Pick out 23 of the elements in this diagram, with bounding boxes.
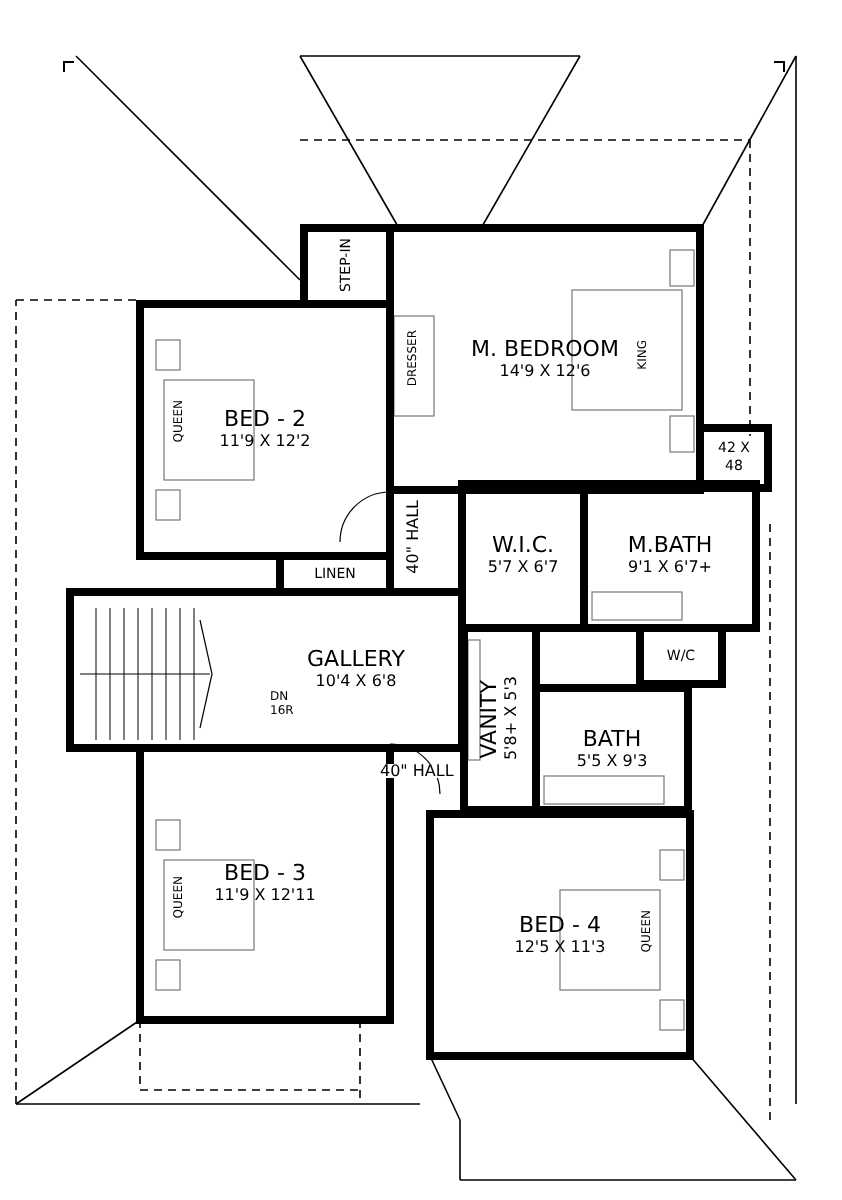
room-outline bbox=[426, 810, 694, 1060]
room-name: W.I.C. bbox=[491, 534, 555, 558]
room-outline bbox=[66, 588, 466, 752]
room-name: M.BATH bbox=[627, 534, 713, 558]
room-dimensions: 14'9 X 12'6 bbox=[499, 361, 591, 381]
room-outline bbox=[136, 300, 394, 560]
room-dimensions: 5'7 X 6'7 bbox=[487, 558, 559, 578]
room-dimensions: 10'4 X 6'8 bbox=[315, 672, 397, 692]
room-dimensions: 5'8+ X 5'3 bbox=[502, 676, 522, 762]
room-name: BED - 2 bbox=[224, 408, 306, 432]
room-name: BED - 3 bbox=[224, 862, 306, 886]
room-dimensions: 5'5 X 9'3 bbox=[576, 751, 648, 771]
room-dimensions: 11'9 X 12'11 bbox=[214, 886, 316, 906]
room-name: VANITY bbox=[478, 679, 502, 759]
room-name: BATH bbox=[582, 727, 642, 751]
room-dimensions: 11'9 X 12'2 bbox=[219, 432, 311, 452]
room-dimensions: 9'1 X 6'7+ bbox=[627, 558, 713, 578]
room-name: BED - 4 bbox=[519, 913, 601, 937]
hall-width-label: 40" HALL bbox=[380, 764, 454, 778]
hall-width-label: 40" HALL bbox=[406, 500, 420, 574]
room-name: M. BEDROOM bbox=[471, 337, 619, 361]
room-name: GALLERY bbox=[307, 648, 405, 672]
room-dimensions: 12'5 X 11'3 bbox=[514, 937, 606, 957]
